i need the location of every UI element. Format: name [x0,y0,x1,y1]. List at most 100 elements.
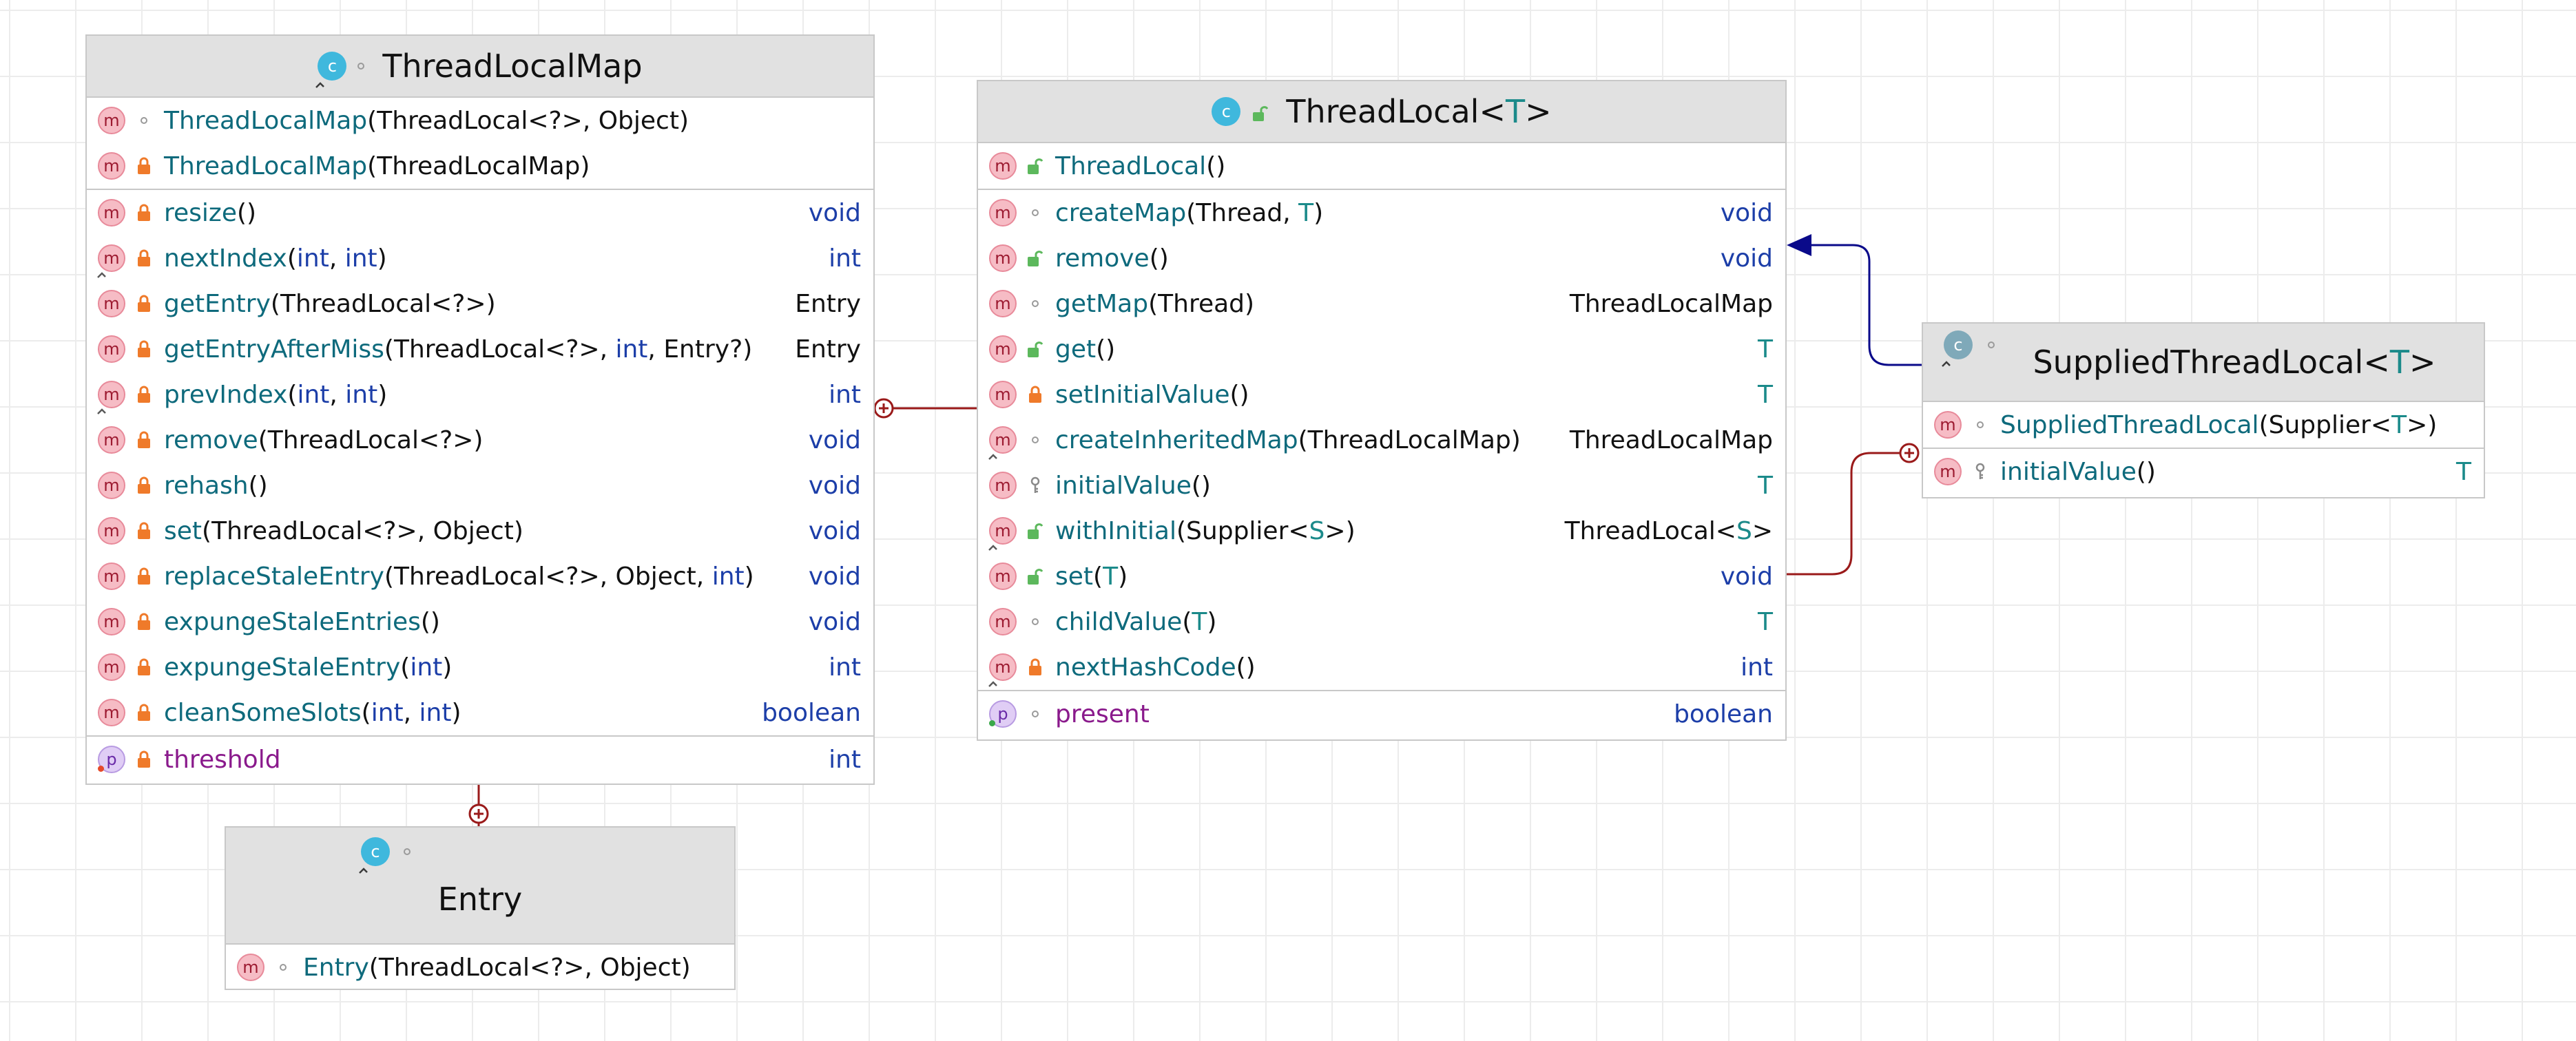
paren-close: ) [580,151,590,180]
return-type: int [818,244,861,273]
property-icon: p [989,700,1017,728]
param-part: T [1103,562,1119,591]
param-part: ThreadLocal<?> [377,106,583,135]
return-value: T [1758,607,1773,636]
return-type: T [1747,335,1773,364]
class-title: ThreadLocal<T> [1286,93,1551,130]
return-type: boolean [751,699,861,727]
protected-visibility-icon [1026,472,1044,499]
return-type: void [798,608,861,636]
class-icon: c [359,837,390,874]
paren-close: ) [1207,607,1217,636]
method-icon: m [989,608,1017,635]
return-value: void [1720,198,1773,227]
method-icon: m [988,426,1017,460]
return-type: int [818,381,861,409]
paren-close: ) [258,471,268,500]
param-part: Entry? [663,335,743,364]
return-value: int [829,745,861,774]
member-name: threshold [164,745,281,774]
method-icon: m [98,335,125,363]
param-part: Supplier< [1186,516,1309,545]
return-value: int [829,380,861,409]
class-icon: c [1942,330,1973,367]
member-name: initialValue [2000,457,2137,486]
member-signature: SuppliedThreadLocal(Supplier<T>) [2000,411,2437,439]
private-visibility-icon [135,746,153,773]
package-visibility-icon [1026,608,1044,635]
return-value: int [829,653,861,682]
method-icon: m [98,472,125,499]
private-visibility-icon [135,517,153,545]
paren-open: ( [367,106,377,135]
method-icon: m [98,562,125,590]
static-marker [97,264,107,278]
param-part: , [647,335,664,364]
paren-close: ) [742,335,753,364]
method-row[interactable]: m replaceStaleEntry(ThreadLocal<?>, Objec… [87,554,873,599]
paren-open: ( [1229,380,1240,409]
return-type: void [798,426,861,454]
paren-close: ) [1239,380,1249,409]
param-part: T [1192,607,1207,636]
class-header: c ThreadLocalMap [87,36,873,98]
member-name: resize [164,198,237,227]
paren-open: ( [400,653,411,682]
member-name: childValue [1055,607,1183,636]
return-type: Entry [784,290,861,318]
paren-close: ) [678,106,689,135]
param-part: , [584,953,601,982]
member-signature: replaceStaleEntry(ThreadLocal<?>, Object… [164,562,754,591]
member-name: withInitial [1055,516,1176,545]
member-signature: withInitial(Supplier<S>) [1055,517,1355,545]
private-visibility-icon [135,699,153,726]
static-marker [989,720,995,726]
member-name: nextIndex [164,244,287,273]
member-signature: initialValue() [1055,472,1211,500]
member-name: getEntry [164,289,271,318]
return-type: void [1710,244,1773,273]
member-name: set [1055,562,1094,591]
paren-open: ( [420,607,430,636]
member-name: nextHashCode [1055,653,1236,682]
paren-open: ( [202,516,212,545]
